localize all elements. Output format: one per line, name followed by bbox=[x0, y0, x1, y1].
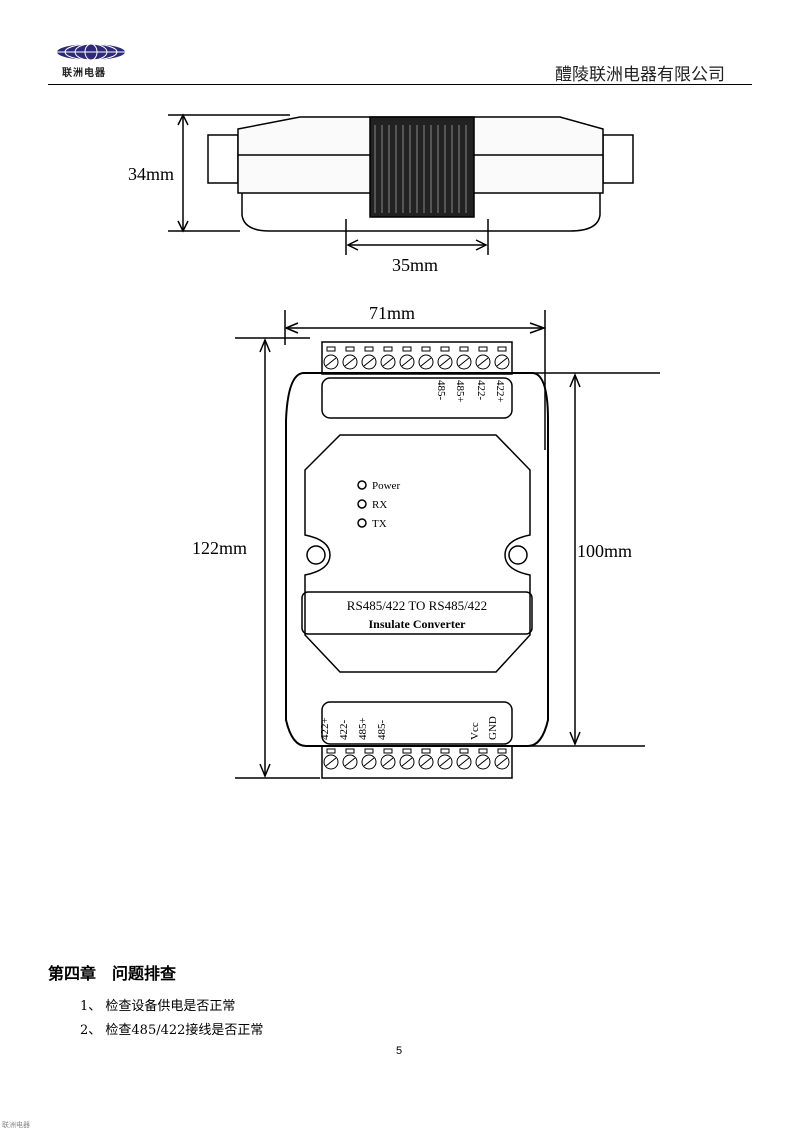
bottom-terminal-label: 485+ bbox=[357, 717, 369, 740]
list-item: 1、 检查设备供电是否正常 bbox=[80, 999, 236, 1014]
screw-slot bbox=[401, 357, 413, 367]
screw-slot bbox=[401, 757, 413, 767]
terminal-screw bbox=[380, 354, 396, 370]
terminal-slot bbox=[345, 748, 355, 754]
terminal-slot bbox=[345, 346, 355, 352]
screw-slot bbox=[477, 757, 489, 767]
terminal-slot bbox=[383, 748, 393, 754]
terminal-slot bbox=[364, 748, 374, 754]
screw-slot bbox=[344, 757, 356, 767]
terminal-screw bbox=[323, 354, 339, 370]
terminal-screw bbox=[456, 354, 472, 370]
screw-slot bbox=[439, 357, 451, 367]
terminal-screw bbox=[399, 754, 415, 770]
screw-slot bbox=[344, 357, 356, 367]
terminal-slot bbox=[364, 346, 374, 352]
led-rx-label: RX bbox=[372, 499, 387, 511]
screw-slot bbox=[420, 357, 432, 367]
terminal-screw bbox=[494, 354, 510, 370]
led-power-label: Power bbox=[372, 480, 400, 492]
screw-slot bbox=[325, 757, 337, 767]
terminal-slot bbox=[402, 748, 412, 754]
terminal-screw bbox=[323, 754, 339, 770]
list-item: 2、 检查485/422接线是否正常 bbox=[80, 1023, 264, 1038]
page-number: 5 bbox=[396, 1045, 403, 1057]
top-terminal-label: 422+ bbox=[494, 380, 506, 403]
screw-slot bbox=[439, 757, 451, 767]
terminal-slot bbox=[440, 748, 450, 754]
top-terminal-label: 485- bbox=[435, 380, 447, 401]
terminal-slot bbox=[478, 748, 488, 754]
screw-slot bbox=[420, 757, 432, 767]
product-name-line1: RS485/422 TO RS485/422 bbox=[347, 598, 487, 613]
bottom-terminal-label: GND bbox=[487, 716, 499, 740]
bottom-terminal-label: Vcc bbox=[469, 722, 481, 740]
terminal-slot bbox=[478, 346, 488, 352]
terminal-screw bbox=[456, 754, 472, 770]
header-divider bbox=[48, 84, 752, 85]
height-label: 34mm bbox=[128, 164, 174, 184]
terminal-screw bbox=[342, 354, 358, 370]
product-name-line2: Insulate Converter bbox=[369, 617, 467, 631]
top-terminal-label: 485+ bbox=[454, 380, 466, 403]
screw-slot bbox=[363, 757, 375, 767]
screw-slot bbox=[496, 357, 508, 367]
side-view-diagram: 34mm 35mm bbox=[128, 113, 634, 275]
chapter-title: 问题排查 bbox=[112, 964, 177, 983]
rail-width-label: 35mm bbox=[392, 255, 438, 275]
bottom-terminal-label: 422- bbox=[338, 720, 350, 741]
terminal-slot bbox=[383, 346, 393, 352]
width-label: 71mm bbox=[369, 303, 415, 323]
terminal-screw bbox=[342, 754, 358, 770]
chapter-number: 第四章 bbox=[48, 964, 97, 983]
terminal-screw bbox=[437, 354, 453, 370]
terminal-slot bbox=[326, 748, 336, 754]
screw-slot bbox=[363, 357, 375, 367]
terminal-screw bbox=[437, 754, 453, 770]
terminal-screw bbox=[418, 354, 434, 370]
terminal-slot bbox=[402, 346, 412, 352]
logo-text: 联洲电器 bbox=[62, 68, 106, 79]
chapter-heading: 第四章问题排查 bbox=[48, 960, 192, 984]
terminal-screw bbox=[494, 754, 510, 770]
company-logo-globe bbox=[57, 43, 125, 61]
terminal-slot bbox=[459, 346, 469, 352]
screw-slot bbox=[496, 757, 508, 767]
screw-slot bbox=[477, 357, 489, 367]
total-height-label: 122mm bbox=[192, 538, 247, 558]
terminal-screw bbox=[399, 354, 415, 370]
terminal-slot bbox=[421, 346, 431, 352]
company-name: 醴陵联洲电器有限公司 bbox=[555, 65, 725, 85]
terminal-slot bbox=[326, 346, 336, 352]
screw-slot bbox=[382, 757, 394, 767]
bottom-terminal-label: 422+ bbox=[319, 717, 331, 740]
screw-slot bbox=[458, 357, 470, 367]
body-height-label: 100mm bbox=[577, 541, 632, 561]
terminal-slot bbox=[440, 346, 450, 352]
screw-slot bbox=[382, 357, 394, 367]
terminal-slot bbox=[497, 748, 507, 754]
led-tx-label: TX bbox=[372, 518, 387, 530]
top-terminal-label: 422- bbox=[475, 380, 487, 401]
terminal-screw bbox=[475, 354, 491, 370]
bottom-terminal-label: 485- bbox=[376, 720, 388, 741]
terminal-screw bbox=[361, 354, 377, 370]
terminal-screw bbox=[418, 754, 434, 770]
terminal-slot bbox=[421, 748, 431, 754]
screw-slot bbox=[325, 357, 337, 367]
terminal-screw bbox=[380, 754, 396, 770]
front-view-diagram: 71mm 122mm 100mm Power RX TX RS485/422 T… bbox=[192, 303, 660, 779]
terminal-slot bbox=[497, 346, 507, 352]
terminal-screw bbox=[475, 754, 491, 770]
footer-text: 联洲电器 bbox=[2, 1121, 30, 1129]
terminal-slot bbox=[459, 748, 469, 754]
screw-slot bbox=[458, 757, 470, 767]
terminal-screw bbox=[361, 754, 377, 770]
